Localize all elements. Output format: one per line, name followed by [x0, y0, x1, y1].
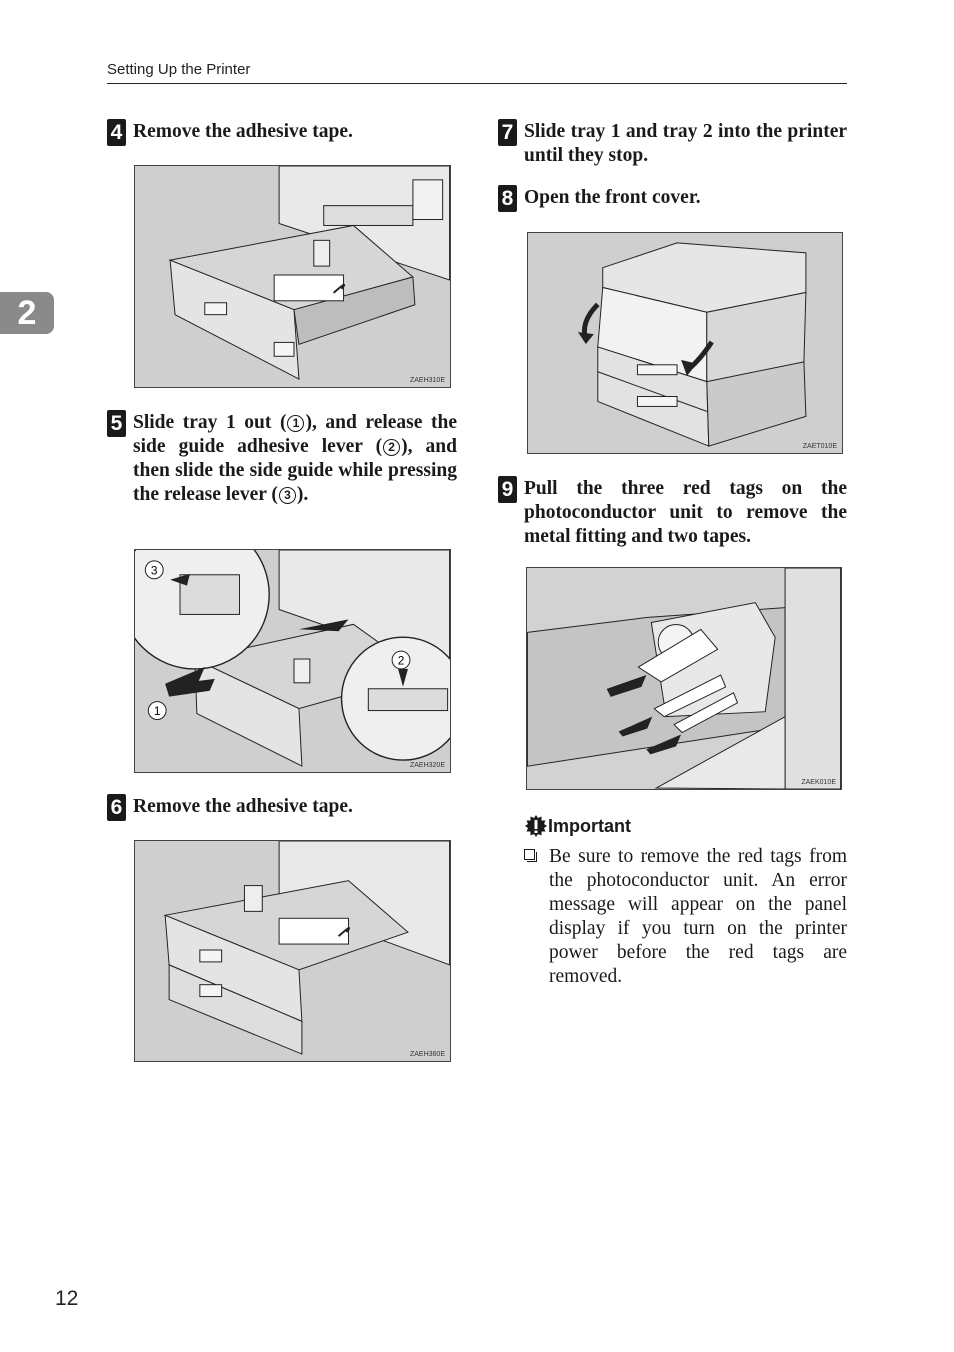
- step-number: 7: [498, 119, 517, 146]
- step-text: Pull the three red tags on the photocond…: [524, 478, 847, 547]
- step-text: Slide tray 1 and tray 2 into the printer…: [524, 121, 847, 166]
- photoconductor-illustration: [527, 568, 841, 789]
- step-number: 9: [498, 476, 517, 503]
- important-text: Be sure to remove the red tags from the …: [549, 846, 847, 987]
- important-title: Important: [548, 815, 631, 836]
- printer-illustration: [577, 242, 807, 447]
- step-number: 5: [107, 410, 126, 437]
- callout-marker: 2: [383, 439, 401, 456]
- callout-circles: [144, 560, 411, 720]
- figure-code: ZAEK010E: [801, 779, 836, 786]
- tray-illustration: [163, 841, 450, 1055]
- step-text-part: Slide tray 1 out (: [133, 412, 287, 433]
- figure-remove-tape-tray-2: ZAEH360E: [134, 840, 451, 1062]
- checkbox-bullet-icon: [524, 849, 537, 862]
- figure-open-front-cover: ZAET010E: [527, 232, 843, 454]
- step-text-part: ), and then slide the side guide while p…: [133, 436, 457, 505]
- step-number: 8: [498, 185, 517, 212]
- step-text: Remove the adhesive tape.: [133, 121, 353, 142]
- step-text: Open the front cover.: [524, 187, 701, 208]
- tray-illustration: [168, 166, 450, 380]
- important-icon: [525, 815, 547, 837]
- callout-label: 2: [398, 653, 405, 667]
- callout-label: 3: [151, 563, 158, 577]
- figure-pull-red-tags: ZAEK010E: [526, 567, 842, 790]
- figure-code: ZAEH310E: [409, 377, 445, 384]
- running-header: Setting Up the Printer: [107, 61, 251, 78]
- step-text: Slide tray 1 out (1), and release the si…: [133, 411, 457, 507]
- important-heading: Important: [525, 815, 631, 837]
- chapter-tab: 2: [0, 292, 54, 334]
- callout-label: 1: [154, 704, 161, 718]
- figure-code: ZAET010E: [802, 443, 837, 450]
- header-rule: [107, 83, 847, 84]
- step-number: 4: [107, 119, 126, 146]
- step-text-part: ), and release the side guide adhesive l…: [133, 412, 457, 457]
- callout-marker: 1: [287, 415, 305, 432]
- figure-slide-side-guide: 3 2 1 ZAEH320E: [134, 549, 451, 773]
- step-text: Remove the adhesive tape.: [133, 796, 353, 817]
- step-text-part: ).: [296, 484, 309, 505]
- callout-marker: 3: [278, 487, 296, 504]
- figure-remove-tape-tray: ZAEH310E: [134, 165, 451, 388]
- important-note: Important Be sure to remove the red tags…: [524, 815, 847, 987]
- page-number: 12: [55, 1287, 79, 1310]
- step-number: 6: [107, 794, 126, 821]
- figure-code: ZAEH320E: [409, 762, 445, 769]
- figure-code: ZAEH360E: [409, 1051, 445, 1058]
- side-guide-illustration: 3 2 1: [135, 550, 450, 767]
